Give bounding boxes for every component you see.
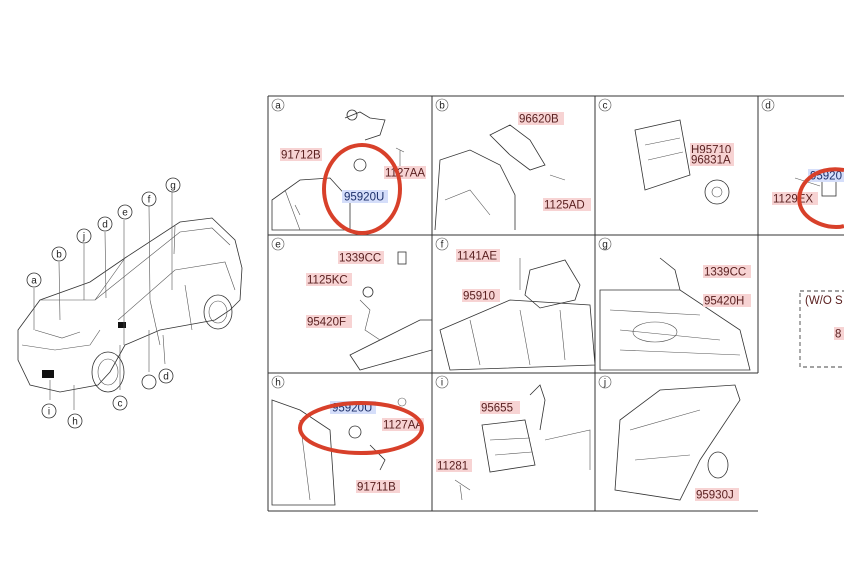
panel-a-labels: 91712B 1127AA 95920U: [280, 148, 426, 204]
callout-label: e: [122, 208, 128, 219]
callout-label: h: [72, 417, 78, 428]
callout-circle: [26, 272, 42, 288]
panel-b-drawing: [434, 124, 566, 231]
callout-label: f: [148, 195, 151, 206]
callout-circle: [141, 191, 157, 207]
panel-c-labels: H95710 96831A: [690, 143, 734, 167]
part-label: 8: [835, 329, 841, 341]
part-label: 95930J: [696, 490, 734, 502]
license-plate: [42, 370, 54, 378]
panel-e-drawing: [349, 251, 433, 371]
part-label: 1141AE: [457, 251, 497, 263]
part-label: 95920U: [344, 192, 384, 204]
callout-label: a: [31, 276, 37, 287]
panel-h-labels: 95920U 1127AA 91711B: [330, 401, 424, 494]
panel-c-drawing: [634, 119, 730, 205]
part-label: 1125AD: [544, 200, 585, 212]
bumper-line: [21, 329, 101, 351]
callout-circle: [51, 246, 67, 262]
part-label: 11281: [437, 461, 468, 473]
roof-line: [94, 227, 231, 301]
part-label: 91712B: [281, 150, 321, 162]
callout-circle: [117, 204, 133, 220]
callout-circle: [76, 228, 92, 244]
callout-label: g: [170, 181, 176, 192]
part-label: 1339CC: [704, 267, 746, 279]
part-label: 96831A: [691, 155, 731, 167]
part-label: 1127AA: [385, 168, 425, 180]
door-line: [117, 261, 236, 321]
callout-circle: [165, 177, 181, 193]
callout-label: i: [48, 407, 50, 418]
panel-e-letter: e: [275, 240, 281, 251]
panel-i-labels: 95655 11281: [436, 401, 520, 473]
vehicle-overview: a b c d e f g h i j d: [17, 177, 243, 429]
rear-wheel: [203, 294, 233, 330]
panel-f-drawing: [439, 258, 596, 371]
callout-circle: [67, 413, 83, 429]
rear-wheel-hub: [208, 300, 228, 324]
callout-leaders: [33, 192, 176, 410]
hood-line: [40, 257, 126, 301]
panel-f-labels: 1141AE 95910: [456, 249, 500, 303]
panel-d-labels: 95920 1129EX: [772, 169, 844, 206]
panel-g-note-box: [799, 290, 844, 368]
panel-d-letter: d: [765, 101, 771, 112]
highlight-circles: [298, 143, 844, 455]
callout-label: j: [82, 232, 85, 243]
front-wheel-hub: [97, 358, 119, 386]
part-label: 95910: [463, 291, 495, 303]
part-label: 96620B: [519, 114, 559, 126]
panel-g-drawing: [599, 257, 751, 371]
car-body-outline: [17, 217, 243, 393]
part-label: 1127AA: [383, 420, 423, 432]
panel-j-drawing: [614, 384, 741, 501]
door-seams: [149, 284, 193, 346]
callout-circle: [112, 395, 128, 411]
panel-b-labels: 96620B 1125AD: [518, 112, 591, 212]
part-label: 1129EX: [773, 194, 813, 206]
panel-i-letter: i: [441, 378, 443, 389]
highlight-circle-a: [322, 143, 402, 235]
panel-grid: [267, 95, 844, 512]
note-text: (W/O S: [805, 295, 843, 307]
grille-line: [34, 329, 81, 339]
callout-circle: [158, 368, 174, 384]
callout-label: b: [56, 250, 62, 261]
part-label: 95655: [481, 403, 513, 415]
callout-circle: [41, 403, 57, 419]
panel-j-labels: 95930J: [695, 488, 739, 502]
panel-e-labels: 1339CC 1125KC 95420F: [306, 251, 384, 329]
part-label: 95420H: [704, 296, 744, 308]
panel-c-letter: c: [603, 101, 608, 112]
panel-g-letter: g: [602, 240, 608, 251]
vehicle-callouts: a b c d e f g h i j d: [26, 177, 181, 429]
callout-circle: [97, 216, 113, 232]
panel-b-letter: b: [439, 101, 445, 112]
front-wheel: [91, 351, 125, 393]
panel-h-letter: h: [275, 378, 281, 389]
part-label: 95420F: [307, 317, 346, 329]
callout-label: c: [118, 399, 123, 410]
panel-i-drawing: [454, 384, 591, 501]
highlight-circle-h: [298, 401, 424, 455]
callout-label: d: [102, 220, 108, 231]
panel-f-letter: f: [441, 240, 444, 251]
callout-circle: [141, 374, 157, 390]
panel-j-letter: j: [603, 378, 606, 389]
mirror: [118, 322, 126, 328]
panel-a-letter: a: [275, 101, 281, 112]
panel-g-labels: 1339CC 95420H (W/O S 8: [703, 265, 844, 341]
panel-letters: a b c d e f g h i j: [271, 98, 775, 389]
callout-label: d: [163, 372, 169, 383]
part-label: 1125KC: [307, 275, 348, 287]
part-label: 1339CC: [339, 253, 381, 265]
highlight-circle-d: [797, 167, 844, 229]
part-label: 91711B: [357, 482, 396, 494]
